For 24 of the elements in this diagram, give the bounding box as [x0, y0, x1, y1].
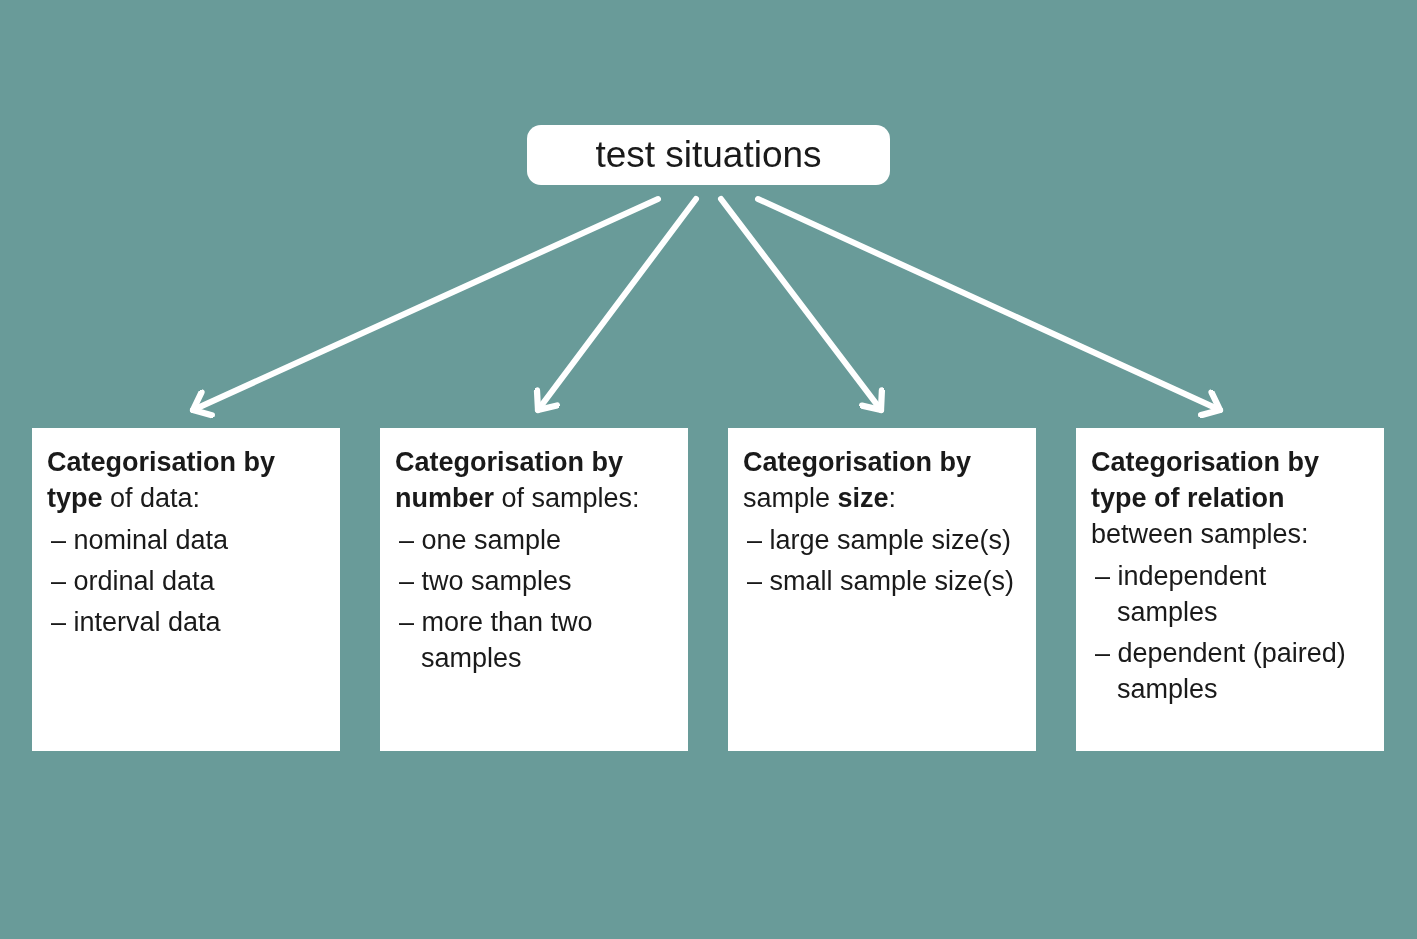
category-heading: Categorisation by type of relation between samples:	[1091, 446, 1321, 551]
category-box	[1076, 428, 1384, 751]
list-item: – nominal data	[50, 524, 230, 557]
category-heading: Categorisation by number of samples:	[395, 446, 641, 515]
arrow	[718, 196, 885, 414]
category-box	[728, 428, 1036, 751]
list-item: – independent samples	[1094, 560, 1268, 629]
list-item: – two samples	[398, 565, 573, 598]
list-item: – large sample size(s)	[746, 524, 1013, 557]
arrow	[755, 196, 1224, 419]
arrow	[189, 196, 661, 419]
list-item: – more than two samples	[398, 606, 594, 675]
arrow	[533, 196, 699, 414]
list-item: – ordinal data	[50, 565, 216, 598]
list-item: – one sample	[398, 524, 563, 557]
root-box	[527, 125, 890, 185]
list-item: – dependent (paired) samples	[1094, 637, 1347, 706]
box-title: test situations	[595, 134, 822, 176]
list-item: – small sample size(s)	[746, 565, 1016, 598]
category-heading: Categorisation by sample size:	[743, 446, 973, 515]
list-item: – interval data	[50, 606, 222, 639]
category-box	[32, 428, 340, 751]
category-box	[380, 428, 688, 751]
category-heading: Categorisation by type of data:	[47, 446, 277, 515]
